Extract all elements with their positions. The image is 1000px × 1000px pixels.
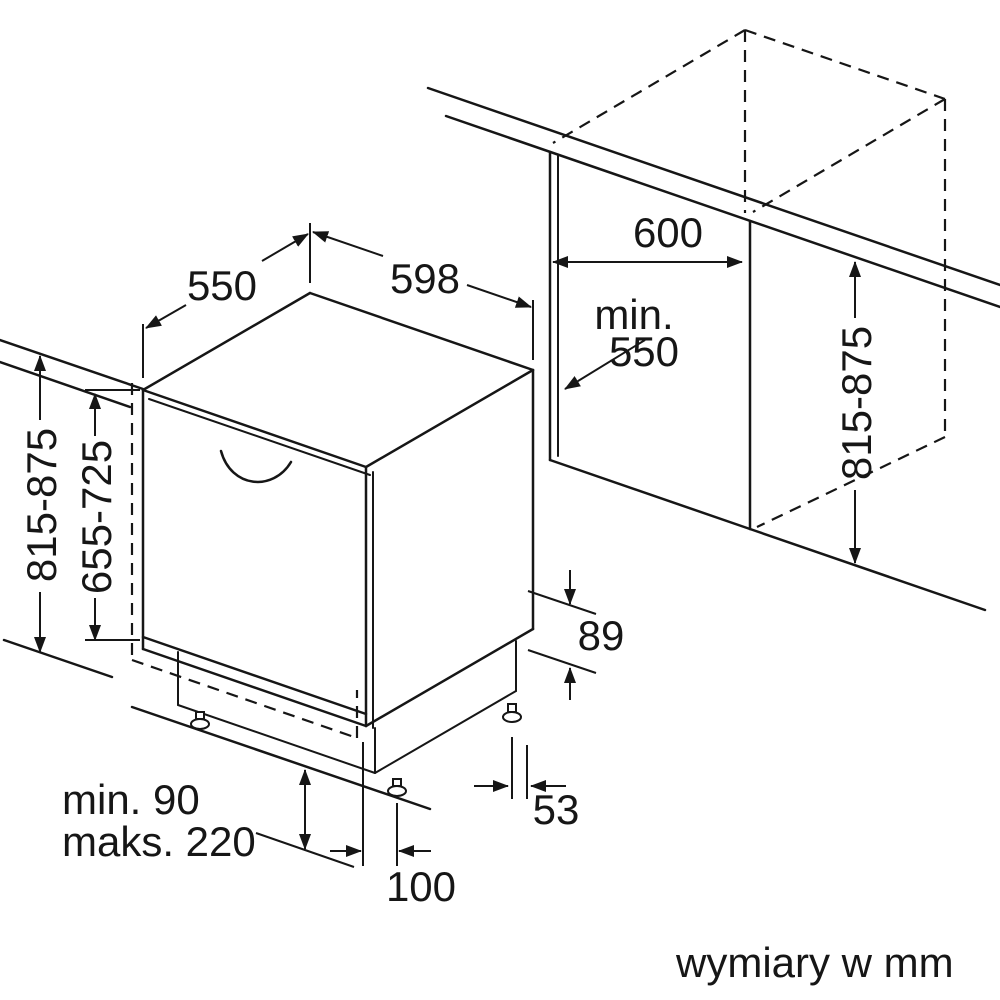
dim-niche-depth: min. 550 bbox=[564, 291, 679, 390]
dim-front-foot-offset: 100 bbox=[330, 742, 456, 910]
dim-front-width-value: 598 bbox=[390, 255, 460, 302]
dim-niche-depth-value: 550 bbox=[609, 328, 679, 375]
dim-niche-height-right-value: 815-875 bbox=[833, 326, 880, 480]
dim-top-depth: 550 bbox=[142, 223, 311, 378]
appliance-body bbox=[141, 291, 535, 728]
dim-plinth-height: min. 90 maks. 220 bbox=[62, 769, 355, 868]
niche-opening bbox=[548, 150, 752, 531]
dim-total-height-left-value: 815-875 bbox=[18, 428, 65, 582]
dim-rear-clearance-value: 89 bbox=[578, 612, 625, 659]
dim-plinth-min-label: min. 90 bbox=[62, 776, 200, 823]
appliance-plinth bbox=[177, 640, 517, 774]
dim-niche-depth-prefix: min. bbox=[594, 291, 673, 338]
dim-niche-width-value: 600 bbox=[633, 209, 703, 256]
worktop-left bbox=[0, 338, 145, 409]
dim-plinth-max-label: maks. 220 bbox=[62, 818, 256, 865]
adjustable-foot-rear bbox=[502, 703, 522, 723]
niche-recess-outline bbox=[130, 383, 359, 740]
dim-niche-height-right: 815-875 bbox=[833, 261, 880, 564]
adjustable-foot-front bbox=[387, 778, 407, 797]
dim-niche-width: 600 bbox=[552, 209, 743, 268]
floor-lines-left bbox=[2, 638, 432, 811]
dim-rear-foot-offset: 53 bbox=[474, 737, 579, 833]
appliance-door bbox=[141, 398, 374, 729]
dim-total-height-left: 815-875 bbox=[18, 355, 65, 653]
door-handle bbox=[219, 449, 293, 484]
units-note: wymiary w mm bbox=[675, 939, 954, 986]
appliance-feet bbox=[190, 703, 522, 797]
dim-front-foot-offset-value: 100 bbox=[386, 863, 456, 910]
floor-line-right bbox=[748, 527, 987, 612]
worktop-right bbox=[426, 86, 1000, 309]
dim-top-depth-value: 550 bbox=[187, 262, 257, 309]
dim-door-height-value: 655-725 bbox=[73, 440, 120, 594]
dim-rear-foot-offset-value: 53 bbox=[533, 786, 580, 833]
dim-door-height: 655-725 bbox=[73, 389, 140, 641]
niche-cabinet-dashed bbox=[552, 28, 947, 528]
dim-rear-clearance: 89 bbox=[527, 570, 625, 700]
dim-front-width: 598 bbox=[312, 231, 534, 360]
